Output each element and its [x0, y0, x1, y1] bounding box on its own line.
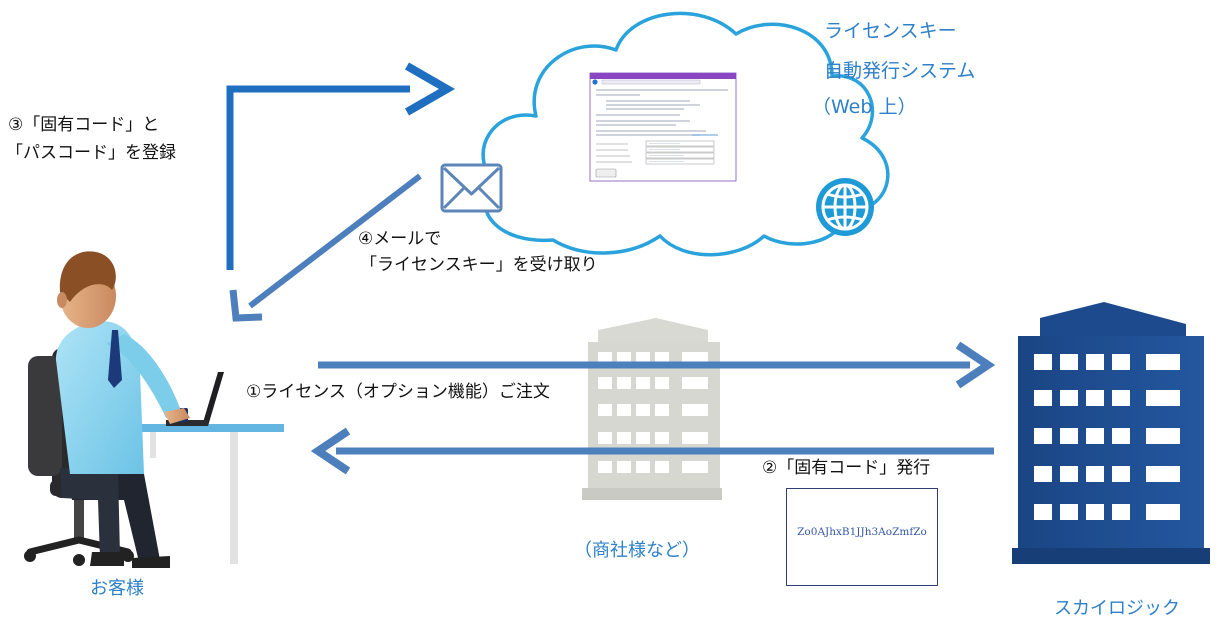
customer-at-desk-illustration: [24, 251, 284, 568]
arrow-step3-register: [226, 62, 456, 270]
globe-icon: [816, 178, 874, 236]
step3-label-line1: ③「固有コード」と: [8, 115, 160, 135]
step4-label-line2: 「ライセンスキー」を受け取り: [360, 255, 598, 275]
cloud-title-line1: ライセンスキー: [824, 20, 957, 42]
browser-window-screenshot: [589, 72, 737, 182]
office-building-navy-icon: [1012, 302, 1210, 564]
step2-label: ②「固有コード」発行: [762, 458, 931, 478]
customer-label: お客様: [90, 578, 144, 599]
arrow-step1-order: [318, 341, 996, 389]
trading-company-label: （商社様など）: [574, 540, 700, 561]
step1-label: ①ライセンス（オプション機能）ご注文: [246, 382, 550, 402]
vendor-label: スカイロジック: [1054, 598, 1180, 619]
unique-code-value: Zo0AJhxB1JJh3AoZmfZo: [797, 526, 927, 538]
envelope-icon: [440, 163, 503, 213]
step3-label-line2: 「パスコード」を登録: [6, 143, 176, 163]
step4-label-line1: ④メールで: [358, 229, 442, 249]
cloud-title-line3: （Web 上）: [812, 96, 917, 118]
office-building-gray-icon: [582, 318, 722, 500]
arrow-step4-receive: [229, 173, 422, 322]
arrow-step2-issue: [310, 427, 994, 475]
code-box: Zo0AJhxB1JJh3AoZmfZo: [786, 488, 938, 586]
cloud-title-line2: 自動発行システム: [824, 60, 976, 82]
